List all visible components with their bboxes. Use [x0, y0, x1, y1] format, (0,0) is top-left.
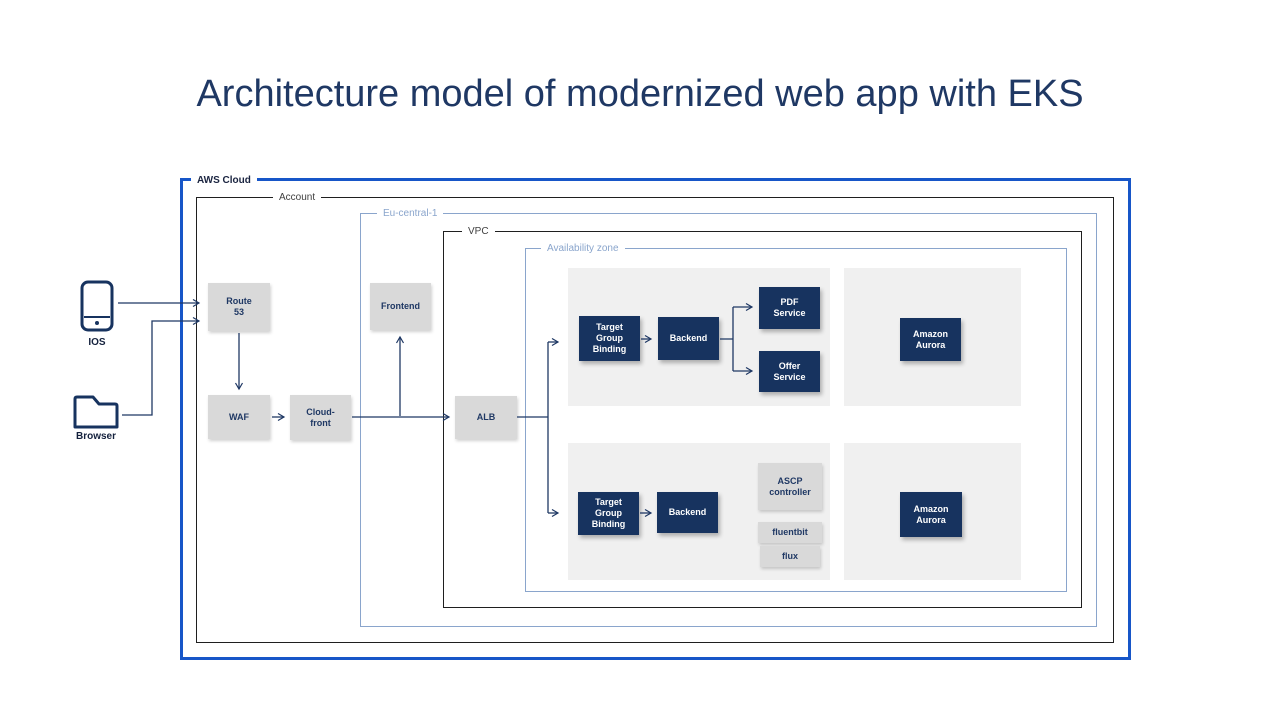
browser-label: Browser — [75, 431, 116, 442]
ios-label: IOS — [88, 337, 106, 348]
vpc-label: VPC — [462, 225, 495, 237]
fluentbit-node: fluentbit — [758, 522, 822, 543]
region-label: Eu-central-1 — [377, 207, 444, 219]
aws-cloud-container: AWS Cloud — [180, 174, 1131, 660]
backend-node-top: Backend — [658, 317, 719, 360]
region-container: Eu-central-1 — [360, 207, 1097, 627]
amazon-aurora-node-bottom: Amazon Aurora — [900, 492, 962, 537]
pdf-service-node: PDF Service — [759, 287, 820, 329]
smartphone-icon — [80, 280, 114, 332]
target-group-binding-node-top: Target Group Binding — [579, 316, 640, 361]
alb-node: ALB — [455, 396, 517, 439]
folder-browser-icon — [73, 395, 119, 429]
frontend-node: Frontend — [370, 283, 431, 330]
cloudfront-node: Cloud- front — [290, 395, 351, 440]
account-container: Account — [196, 191, 1114, 643]
page-title: Architecture model of modernized web app… — [196, 73, 1084, 115]
offer-service-node: Offer Service — [759, 351, 820, 392]
backend-node-bottom: Backend — [657, 492, 718, 533]
account-label: Account — [273, 191, 322, 203]
target-group-binding-node-bottom: Target Group Binding — [578, 492, 639, 535]
waf-node: WAF — [208, 395, 270, 439]
route53-node: Route 53 — [208, 283, 270, 331]
ascp-controller-node: ASCP controller — [758, 463, 822, 510]
aws-cloud-label: AWS Cloud — [191, 174, 257, 186]
amazon-aurora-node-top: Amazon Aurora — [900, 318, 961, 361]
availability-zone-label: Availability zone — [541, 242, 625, 254]
flux-node: flux — [760, 546, 820, 567]
